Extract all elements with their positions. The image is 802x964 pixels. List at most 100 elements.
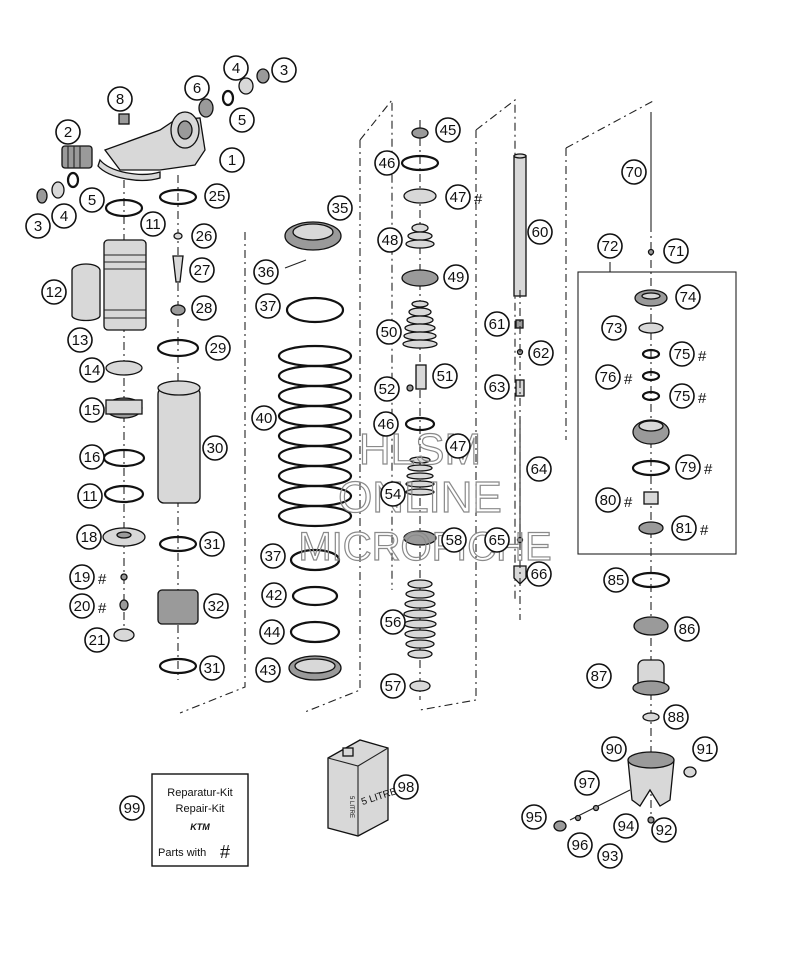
repair-kit-hash-mark: # <box>624 371 633 388</box>
repair-kit-box: Reparatur-Kit Repair-Kit KTM Parts with … <box>151 773 249 867</box>
callout-circle <box>603 567 629 593</box>
watermark-line-3: MICROFICHE <box>298 525 551 569</box>
callout-circle <box>189 257 215 283</box>
callout-93: 93 <box>597 843 623 869</box>
callout-number: 81 <box>676 520 693 537</box>
callout-circle <box>484 311 510 337</box>
callout-circle <box>79 357 105 383</box>
callout-number: 76 <box>600 369 617 386</box>
repair-kit-hash-mark: # <box>698 348 707 365</box>
callout-2: 2 <box>55 119 81 145</box>
callout-91: 91 <box>692 736 718 762</box>
callout-86: 86 <box>674 616 700 642</box>
callout-circle <box>595 364 621 390</box>
callout-95: 95 <box>521 804 547 830</box>
callout-81: 81# <box>671 515 709 541</box>
callout-14: 14 <box>79 357 105 383</box>
callout-35: 35 <box>327 195 353 221</box>
callout-number: 27 <box>194 262 211 279</box>
callout-74: 74 <box>675 284 701 310</box>
spring-coils <box>277 344 353 528</box>
callout-5: 5 <box>79 187 105 213</box>
callout-number: 31 <box>204 536 221 553</box>
callout-4: 4 <box>51 203 77 229</box>
callout-number: 5 <box>88 192 96 209</box>
callout-90: 90 <box>601 736 627 762</box>
callout-circle <box>441 527 467 553</box>
callout-number: 94 <box>618 818 635 835</box>
callout-number: 62 <box>533 345 550 362</box>
callout-circle <box>261 582 287 608</box>
callout-37: 37 <box>260 543 286 569</box>
callout-15: 15 <box>79 397 105 423</box>
kit-line-repair: Repair-Kit <box>176 803 225 815</box>
compression-adjuster-parts <box>553 112 737 832</box>
callout-11: 11 <box>140 211 166 237</box>
callout-circle <box>621 159 647 185</box>
callout-number: 58 <box>446 532 463 549</box>
piston-rod-parts <box>513 153 527 620</box>
callout-45: 45 <box>435 117 461 143</box>
callout-circle <box>651 817 677 843</box>
callout-circle <box>184 75 210 101</box>
callout-circle <box>76 524 102 550</box>
callout-circle <box>675 454 701 480</box>
callout-73: 73 <box>601 315 627 341</box>
callout-number: 6 <box>193 80 201 97</box>
callout-number: 50 <box>381 324 398 341</box>
callout-circle <box>327 195 353 221</box>
callout-42: 42 <box>261 582 287 608</box>
callout-number: 4 <box>232 60 240 77</box>
callout-circle <box>526 561 552 587</box>
callout-circle <box>140 211 166 237</box>
callout-54: 54 <box>380 481 406 507</box>
callout-number: 5 <box>238 112 246 129</box>
callout-number: 13 <box>72 332 89 349</box>
callout-number: 37 <box>260 298 277 315</box>
callout-32: 32 <box>203 593 229 619</box>
repair-kit-hash-mark: # <box>704 461 713 478</box>
callout-27: 27 <box>189 257 215 283</box>
callout-circle <box>484 527 510 553</box>
callout-circle <box>669 383 695 409</box>
callout-number: 45 <box>440 122 457 139</box>
watermark: HLSM ONLINE MICROFICHE <box>298 424 553 569</box>
watermark-line-2: ONLINE <box>338 473 502 522</box>
callout-circle <box>574 770 600 796</box>
callout-number: 98 <box>398 779 415 796</box>
callout-3: 3 <box>271 57 297 83</box>
callout-number: 32 <box>208 598 225 615</box>
callout-circle <box>663 238 689 264</box>
callout-circle <box>526 456 552 482</box>
callout-number: 35 <box>332 200 349 217</box>
callout-number: 20 <box>74 598 91 615</box>
callout-number: 99 <box>124 800 141 817</box>
callout-62: 62 <box>528 340 554 366</box>
callout-4: 4 <box>223 55 249 81</box>
callout-number: 63 <box>489 379 506 396</box>
callout-number: 86 <box>679 621 696 638</box>
callout-80: 80# <box>595 487 633 513</box>
callout-circle <box>251 405 277 431</box>
callout-94: 94 <box>613 813 639 839</box>
callout-88: 88 <box>663 704 689 730</box>
callout-number: 37 <box>265 548 282 565</box>
callout-number: 51 <box>437 368 454 385</box>
reservoir-parts <box>71 198 147 642</box>
callout-19: 19# <box>69 564 107 590</box>
callout-47: 47 <box>445 433 471 459</box>
callout-11: 11 <box>77 483 103 509</box>
callout-circle <box>259 619 285 645</box>
callout-number: 71 <box>668 243 685 260</box>
callout-75: 75# <box>669 341 707 367</box>
callout-circle <box>191 295 217 321</box>
callout-47: 47# <box>445 184 483 210</box>
callout-71: 71 <box>663 238 689 264</box>
callout-number: 92 <box>656 822 673 839</box>
callout-circle <box>229 107 255 133</box>
callout-circle <box>55 119 81 145</box>
callout-number: 36 <box>258 264 275 281</box>
callout-number: 46 <box>379 155 396 172</box>
callout-57: 57 <box>380 673 406 699</box>
